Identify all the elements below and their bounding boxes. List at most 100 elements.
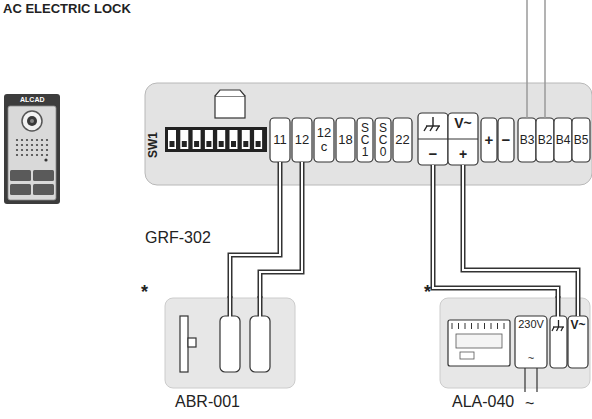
- grille-hole: [16, 154, 18, 156]
- dip-lever: [205, 130, 213, 149]
- cable: [260, 162, 302, 298]
- terminal-label: ~: [528, 353, 534, 365]
- node-outline: [440, 298, 590, 388]
- brand-label: ALCAD: [20, 96, 45, 103]
- terminal-label: 12: [295, 133, 309, 147]
- node-outline: [518, 118, 536, 162]
- cable-core: [433, 165, 558, 298]
- terminal: B2: [536, 118, 554, 162]
- diagram-title: AC ELECTRIC LOCK: [3, 2, 131, 15]
- node-outline: [292, 118, 312, 162]
- node-outline: [536, 118, 554, 162]
- terminal: S C 1: [357, 118, 373, 162]
- grille-hole: [16, 144, 18, 146]
- grille-hole: [41, 144, 43, 146]
- screw-tick: [497, 323, 498, 329]
- dip-lever: [217, 130, 225, 149]
- screw-tick: [484, 323, 485, 329]
- node-outline: [393, 118, 412, 162]
- grille-hole: [46, 154, 48, 156]
- grille-hole: [31, 154, 33, 156]
- terminal: 18: [336, 118, 355, 162]
- dip-knob: [219, 141, 224, 147]
- grille-hole: [36, 154, 38, 156]
- cable-core: [230, 162, 280, 298]
- grille-hole: [21, 144, 23, 146]
- grille-hole: [26, 149, 28, 151]
- screw-tick: [504, 323, 505, 329]
- terminal: −: [498, 118, 514, 162]
- grille-hole: [36, 144, 38, 146]
- grille-hole: [36, 139, 38, 141]
- terminal-label: +: [485, 132, 494, 148]
- screw-tick: [458, 323, 459, 329]
- screw-tick: [478, 323, 479, 329]
- cable: [230, 162, 280, 298]
- terminal: B5: [572, 118, 590, 162]
- terminal-label: B2: [538, 134, 553, 147]
- terminal-label: B5: [574, 134, 589, 147]
- ground-symbol: [418, 117, 478, 139]
- grille-hole: [41, 139, 43, 141]
- screw-tick: [452, 323, 453, 329]
- grille-hole: [16, 149, 18, 151]
- part-name: GRF-302: [145, 230, 211, 247]
- cable-outline: [260, 162, 302, 298]
- grille-hole: [41, 154, 43, 156]
- dip-knob: [206, 141, 211, 147]
- cable: [433, 165, 558, 298]
- grille-hole: [26, 139, 28, 141]
- grille-hole: [46, 149, 48, 151]
- bus-wire: [526, 0, 528, 118]
- switch-label: SW1: [147, 132, 159, 158]
- grille-hole: [36, 149, 38, 151]
- terminal-label: 230V: [518, 319, 544, 331]
- node-outline: [554, 118, 572, 162]
- terminal-label: 22: [395, 133, 409, 147]
- control-board: GRF-302111212 c18S C 1S C 022−V~++−B3B2B…: [145, 83, 592, 185]
- cable: [463, 165, 578, 316]
- terminal: 22: [393, 118, 412, 162]
- dip-knob: [170, 141, 175, 147]
- cable-core: [260, 162, 302, 298]
- node-outline: [336, 118, 355, 162]
- node-outline: [481, 118, 497, 162]
- dip-lever: [168, 130, 176, 149]
- node-outline: [515, 316, 547, 368]
- dip-knob: [194, 141, 199, 147]
- terminal: 11: [270, 118, 290, 162]
- dip-switch: [165, 127, 267, 152]
- terminal: 12 c: [314, 118, 334, 162]
- grille-hole: [46, 144, 48, 146]
- terminal-label: S C 1: [358, 122, 372, 158]
- grille-hole: [46, 139, 48, 141]
- note-mark: *: [141, 283, 148, 301]
- terminal-label: S C 0: [376, 122, 390, 158]
- dip-knob: [182, 141, 187, 147]
- terminal-label: B4: [556, 134, 571, 147]
- node-outline: [498, 118, 514, 162]
- node-outline: [270, 118, 290, 162]
- screw-tick: [471, 323, 472, 329]
- grille-hole: [26, 144, 28, 146]
- terminal-label: +: [459, 147, 467, 162]
- power-supply-box: ALA-040230V~V~: [440, 298, 590, 388]
- grille-hole: [26, 154, 28, 156]
- dip-lever: [230, 130, 238, 149]
- cable-core: [463, 165, 578, 316]
- grille-hole: [41, 149, 43, 151]
- dip-knob: [243, 141, 248, 147]
- grille-hole: [21, 149, 23, 151]
- terminal-label: −: [502, 132, 511, 148]
- mains-terminal: 230V ~: [515, 316, 547, 368]
- dip-lever: [180, 130, 188, 149]
- terminal-label: 18: [338, 133, 352, 147]
- node-outline: [572, 118, 590, 162]
- cable-outline: [433, 165, 558, 298]
- terminal-label: 12 c: [315, 126, 333, 153]
- intercom-panel: [4, 94, 60, 204]
- terminal-label: −: [429, 146, 438, 162]
- part-name: ALA-040: [452, 394, 514, 411]
- dip-lever: [193, 130, 201, 149]
